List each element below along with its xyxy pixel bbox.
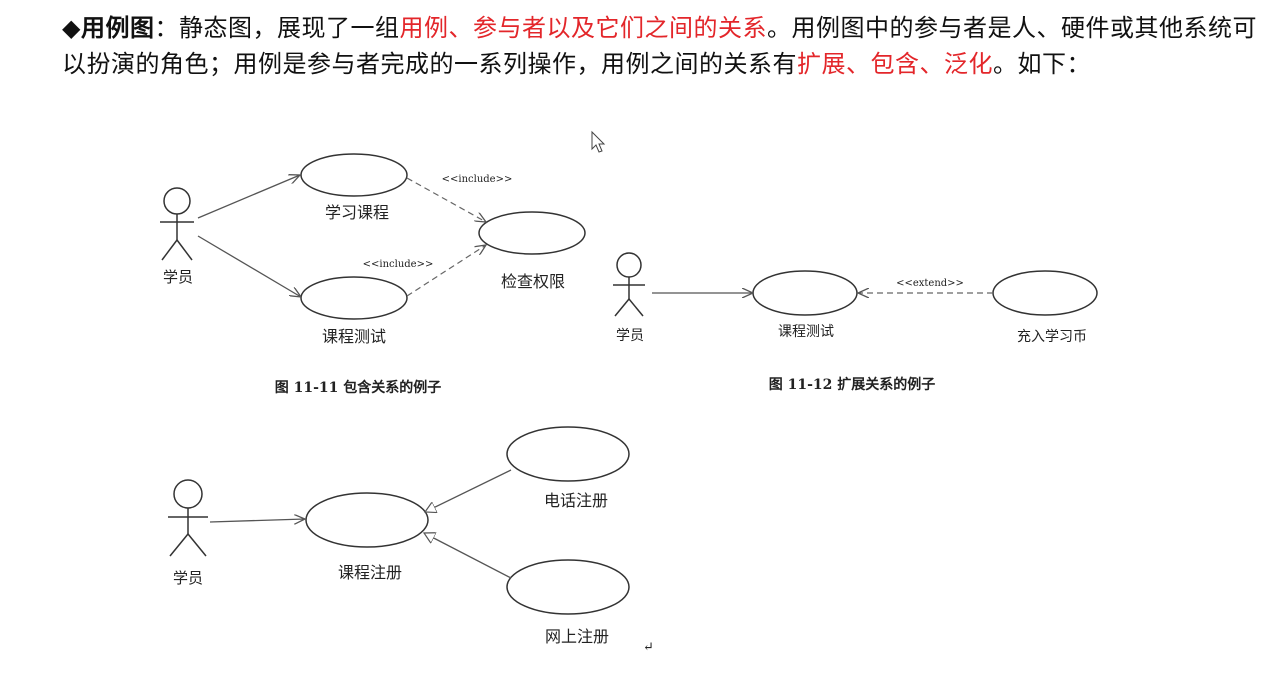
usecase-course-test	[300, 276, 408, 320]
paragraph-text-2: 。用例图中的参与者是人、硬件或其他系统可以扮演的角色；用例是参与者完成的一系列操…	[62, 14, 1257, 78]
generalization-line	[424, 533, 512, 579]
usecase-add-coins	[992, 270, 1098, 316]
usecase-phone-label: 电话注册	[544, 491, 608, 510]
usecase-test-label: 课程测试	[322, 327, 386, 346]
actor-label: 学员	[163, 268, 193, 286]
usecase-coin-label: 充入学习币	[1017, 329, 1087, 345]
figure-generalization: 学员 课程注册 电话注册 网上注册 ↵	[168, 426, 654, 655]
actor-student-icon	[613, 252, 645, 317]
extend-stereotype: <<extend>>	[896, 278, 964, 289]
generalization-line	[425, 469, 512, 512]
paragraph-colon: ：	[154, 14, 179, 42]
figure-caption: 图 11-11 包含关系的例子	[275, 379, 442, 396]
paragraph-highlight-1: 用例、参与者以及它们之间的关系	[399, 14, 767, 42]
association-line	[197, 175, 300, 219]
include-stereotype-top: <<include>>	[442, 174, 513, 185]
usecase-phone-register	[506, 426, 630, 482]
include-stereotype-bottom: <<include>>	[363, 259, 434, 270]
actor-student-icon	[160, 187, 194, 261]
paragraph-text-1: 静态图，展现了一组	[178, 14, 400, 42]
figure-extend: 学员 课程测试 充入学习币 <<extend>> 图 11-12 扩展关系的例子	[613, 252, 1098, 393]
actor-label: 学员	[616, 328, 644, 344]
mouse-cursor-icon	[591, 130, 606, 153]
actor-student-icon	[168, 479, 208, 557]
figure-include: 学员 学习课程 课程测试 检查权限 <<include>> <<include>…	[160, 153, 586, 396]
usecase-check-permission	[478, 211, 586, 255]
association-line	[209, 519, 305, 522]
usecase-study-label: 学习课程	[325, 203, 389, 222]
usecase-course-test	[752, 270, 858, 316]
usecase-check-label: 检查权限	[501, 272, 565, 291]
usecase-online-label: 网上注册	[545, 627, 609, 646]
figure-caption: 图 11-12 扩展关系的例子	[769, 376, 936, 393]
include-dependency-line	[406, 245, 486, 297]
usecase-register-label: 课程注册	[338, 563, 402, 582]
paragraph-highlight-2: 扩展、包含、泛化	[797, 50, 993, 78]
bullet-diamond-icon: ◆	[62, 14, 81, 42]
actor-label: 学员	[173, 569, 203, 587]
paragraph-text-3: 。如下：	[993, 50, 1091, 78]
usecase-test-label: 课程测试	[778, 324, 834, 340]
usecase-course-register	[305, 492, 429, 548]
association-line	[197, 235, 301, 297]
usecase-online-register	[506, 559, 630, 615]
return-mark: ↵	[643, 640, 654, 655]
paragraph-title: 用例图	[80, 14, 155, 42]
include-dependency-line	[406, 177, 486, 222]
usecase-study-course	[300, 153, 408, 197]
description-paragraph: ◆用例图：静态图，展现了一组用例、参与者以及它们之间的关系。用例图中的参与者是人…	[62, 10, 1262, 82]
